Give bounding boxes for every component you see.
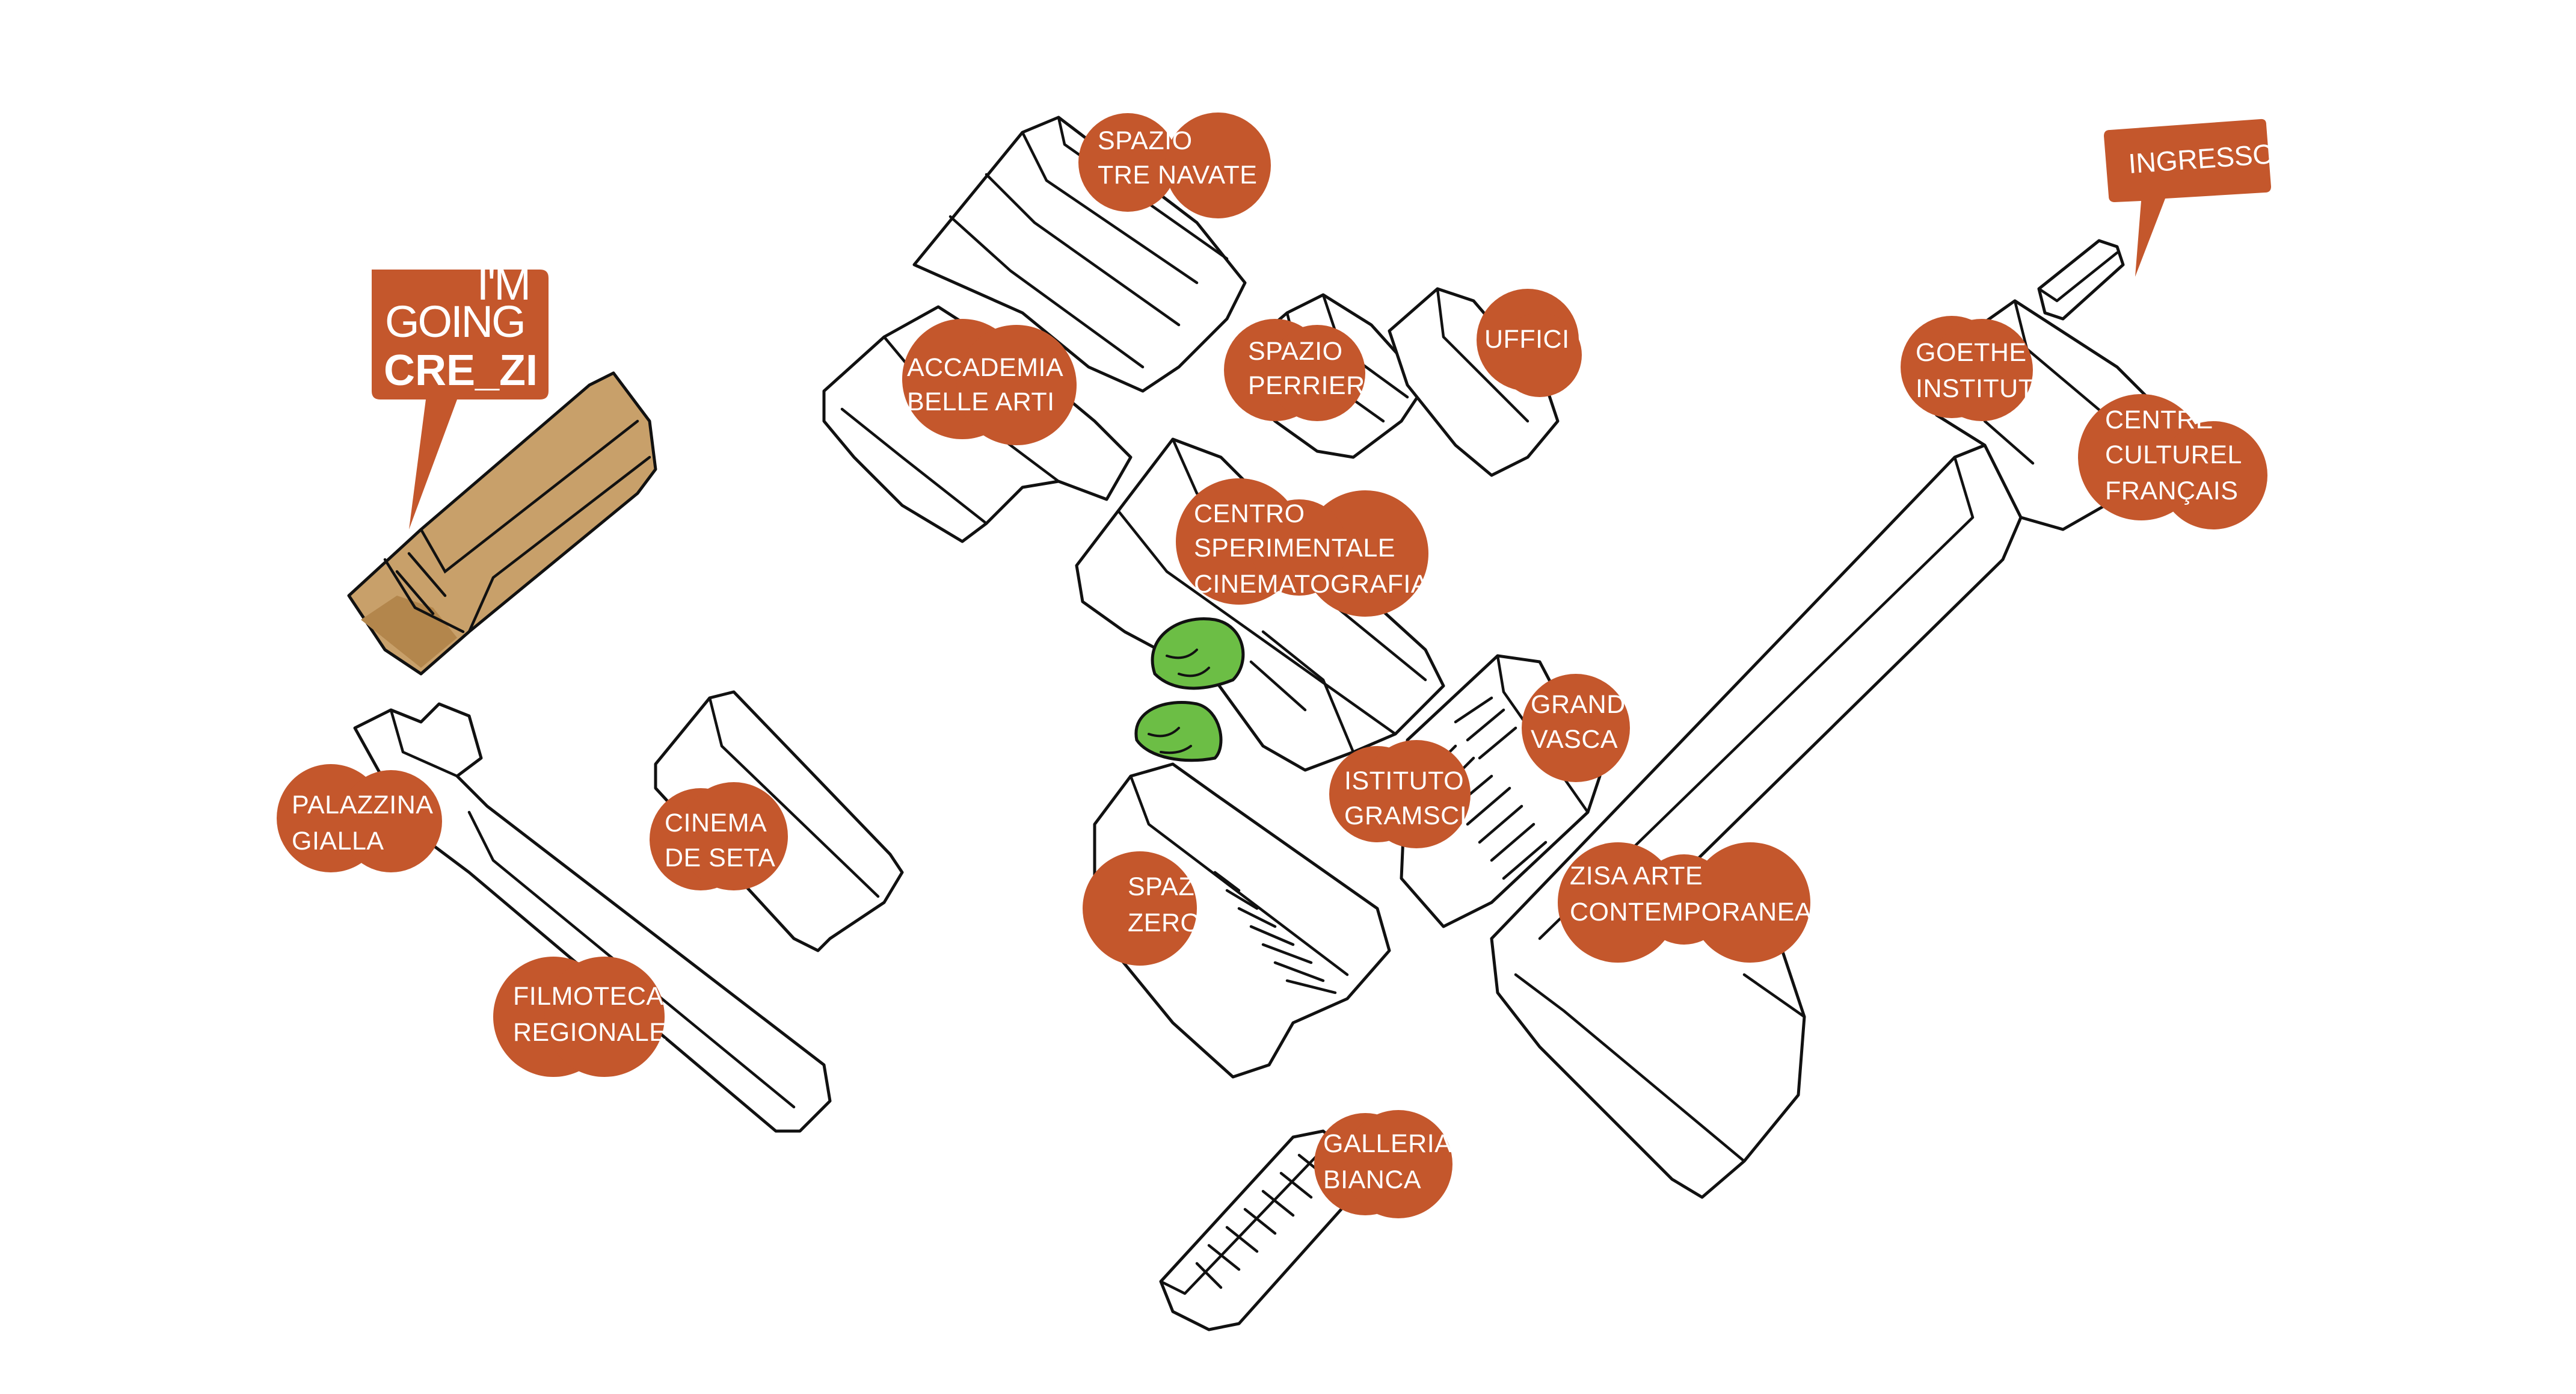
buildings (347, 116, 2173, 1331)
label-line1: SPAZIO (1128, 872, 1223, 901)
callout-line2: GOING (385, 297, 524, 347)
label-line1: CENTRO (1194, 499, 1305, 528)
building-cre-zi-highlight[interactable] (347, 371, 657, 676)
label-galleria-bianca[interactable]: GALLERIA BIANCA (1314, 1110, 1452, 1218)
label-line1: UFFICI (1484, 325, 1570, 354)
label-spazio-zero[interactable]: SPAZIO ZERO (1083, 851, 1223, 966)
callout-line1: I'M (477, 259, 529, 309)
tree-upper (1151, 617, 1245, 690)
building-uffici[interactable] (1388, 287, 1560, 477)
label-line1: CENTRE (2105, 406, 2213, 434)
label-line2: INSTITUT (1916, 374, 2034, 403)
location-labels: SPAZIO TRE NAVATE ACCADEMIA BELLE ARTI S… (277, 113, 2267, 1218)
label-line1: ZISA ARTE (1570, 862, 1703, 890)
label-line1: ACCADEMIA (907, 353, 1063, 382)
label-line2: GIALLA (292, 827, 384, 856)
label-line1: FILMOTECA (513, 982, 664, 1011)
label-line2: BELLE ARTI (907, 387, 1055, 416)
label-line1: GOETHE (1916, 338, 2027, 367)
callout-line3: CRE_ZI (384, 347, 538, 395)
label-istituto-gramsci[interactable]: ISTITUTO GRAMSCI (1329, 740, 1471, 848)
label-line2: SPERIMENTALE (1194, 534, 1395, 563)
label-line2: VASCA (1531, 725, 1618, 754)
cre-zi-callout: I'M GOING CRE_ZI (372, 259, 549, 529)
building-tre-navate[interactable] (912, 116, 1247, 393)
label-line2: GRAMSCI (1344, 801, 1467, 830)
label-line1: SPAZIO (1248, 337, 1343, 366)
label-line2: DE SETA (665, 843, 775, 872)
label-palazzina-gialla[interactable]: PALAZZINA GIALLA (277, 764, 442, 872)
building-centro-sperimentale[interactable] (1075, 437, 1445, 772)
label-line2: ZERO (1128, 908, 1200, 937)
label-spazio-tre-navate[interactable]: SPAZIO TRE NAVATE (1078, 113, 1271, 218)
label-line2: BIANCA (1323, 1165, 1421, 1194)
label-uffici[interactable]: UFFICI (1477, 289, 1582, 397)
label-grande-vasca[interactable]: GRANDE VASCA (1522, 674, 1643, 782)
label-zisa-arte[interactable]: ZISA ARTE CONTEMPORANEA (1558, 842, 1812, 963)
label-line3: CINEMATOGRAFIA (1194, 570, 1428, 599)
label-filmoteca-regionale[interactable]: FILMOTECA REGIONALE (493, 957, 666, 1077)
label-goethe-institut[interactable]: GOETHE INSTITUT (1901, 316, 2034, 421)
label-line2: TRE NAVATE (1098, 161, 1257, 190)
label-line1: GRANDE (1531, 690, 1643, 719)
building-ingresso-gate[interactable] (2037, 239, 2125, 321)
label-line3: FRANÇAIS (2105, 476, 2238, 505)
tree-lower (1134, 701, 1223, 762)
label-line1: GALLERIA (1323, 1129, 1452, 1158)
label-spazio-perriera[interactable]: SPAZIO PERRIERA (1224, 319, 1383, 421)
label-line1: PALAZZINA (292, 791, 433, 819)
label-line2: CULTUREL (2105, 440, 2242, 469)
label-line2: PERRIERA (1248, 371, 1383, 400)
building-spazio-zero[interactable] (1093, 762, 1391, 1079)
label-line2: REGIONALE (513, 1018, 666, 1047)
label-line2: CONTEMPORANEA (1570, 898, 1812, 927)
label-line1: SPAZIO (1098, 126, 1193, 155)
ingresso-callout[interactable]: INGRESSO (2104, 119, 2275, 277)
label-line1: CINEMA (665, 809, 767, 837)
label-centro-sperimentale[interactable]: CENTRO SPERIMENTALE CINEMATOGRAFIA (1176, 478, 1428, 617)
label-line1: ISTITUTO (1344, 766, 1464, 795)
label-accademia-belle-arti[interactable]: ACCADEMIA BELLE ARTI (902, 319, 1077, 445)
label-centre-culturel[interactable]: CENTRE CULTUREL FRANÇAIS (2078, 394, 2267, 529)
building-palazzina-filmoteca[interactable] (353, 702, 832, 1133)
label-cinema-de-seta[interactable]: CINEMA DE SETA (650, 782, 788, 890)
